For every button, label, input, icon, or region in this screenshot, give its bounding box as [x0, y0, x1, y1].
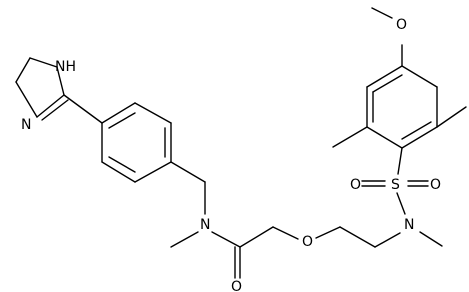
amide-chain: [170, 161, 401, 279]
aryl-ring: [332, 7, 467, 149]
imidazoline-ring: [15, 57, 69, 121]
ring-link-bond: [63, 94, 103, 124]
ether-o-label: O: [302, 234, 313, 250]
nh-label: NH: [55, 59, 76, 75]
carbonyl-o-label: O: [231, 279, 242, 292]
sulfur-label: S: [391, 177, 400, 193]
sulfonamide-n-label: N: [404, 217, 414, 233]
benzene-ring: [101, 102, 172, 183]
methoxy-o-label: O: [396, 17, 407, 33]
sulfonamide-group: [361, 147, 443, 247]
ring-n-label: N: [21, 117, 31, 133]
amide-n-label: N: [200, 217, 210, 233]
sulfonyl-o-left-label: O: [350, 177, 361, 193]
sulfonyl-o-right-label: O: [430, 177, 441, 193]
